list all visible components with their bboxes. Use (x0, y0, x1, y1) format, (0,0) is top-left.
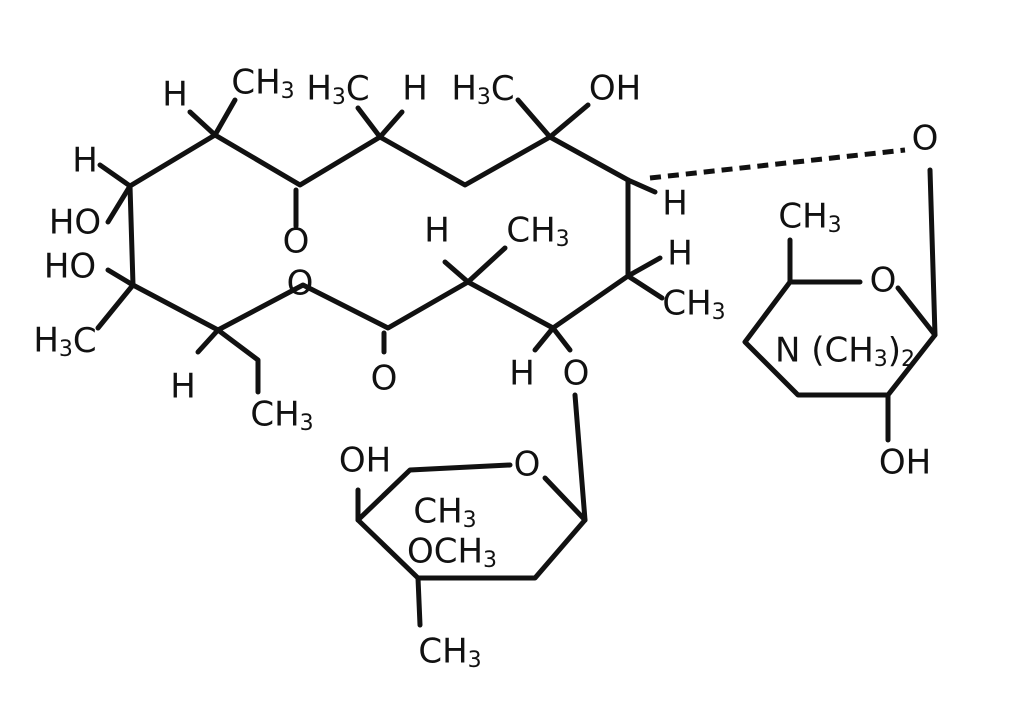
label-ch3-mid: CH3 (506, 211, 569, 253)
ring-right-chain (127, 177, 631, 333)
glycosidic-dashed-bond (649, 147, 906, 181)
ring-top-chain (127, 132, 631, 189)
label-ch3-c2: CH3 (662, 284, 725, 326)
substituent-bonds (95, 97, 665, 523)
label-h-c13: H (170, 367, 196, 407)
label-oh-sugar1: OH (339, 441, 391, 481)
label-h3c-c12: H3C (33, 321, 96, 363)
label-nme2: N (CH3)2 (775, 331, 915, 373)
label-ho-c11: HO (49, 203, 101, 243)
label-o-bridge: O (912, 119, 939, 159)
label-o-keto: O (283, 222, 310, 262)
label-h-c3: H (662, 184, 688, 224)
label-h-mid: H (424, 211, 450, 251)
label-ch3-sugar1-low: CH3 (418, 632, 481, 674)
label-h-c5: H (509, 354, 535, 394)
label-o-lactone: O (371, 359, 398, 399)
label-ch3-sugar2: CH3 (778, 197, 841, 239)
label-oh-c4: OH (589, 69, 641, 109)
label-h-c11: H (72, 141, 98, 181)
label-h3c-c6: H3C (306, 69, 369, 111)
label-h3c-c4: H3C (451, 69, 514, 111)
label-h-c2: H (667, 234, 693, 274)
label-ho-c12: HO (44, 247, 96, 287)
cladinose-ring-bonds (355, 462, 588, 628)
label-o-ring: O (287, 264, 314, 304)
desosamine-ring-bonds (742, 167, 938, 443)
label-o-sugar2: O (870, 261, 897, 301)
label-oh-sugar2: OH (879, 443, 931, 483)
label-ch3-c8: CH3 (231, 63, 294, 105)
label-o-c5: O (563, 354, 590, 394)
label-ch3-sugar1: CH3 (413, 492, 476, 534)
atom-labels: H CH3 H3C H H3C OH O H H HO HO H3C O H C… (33, 63, 938, 674)
label-och3-sugar1: OCH3 (407, 532, 497, 574)
label-ch3-ethyl: CH3 (250, 395, 313, 437)
label-h-c6: H (402, 69, 428, 109)
label-h-c8: H (162, 75, 188, 115)
label-o-sugar1: O (514, 445, 541, 485)
